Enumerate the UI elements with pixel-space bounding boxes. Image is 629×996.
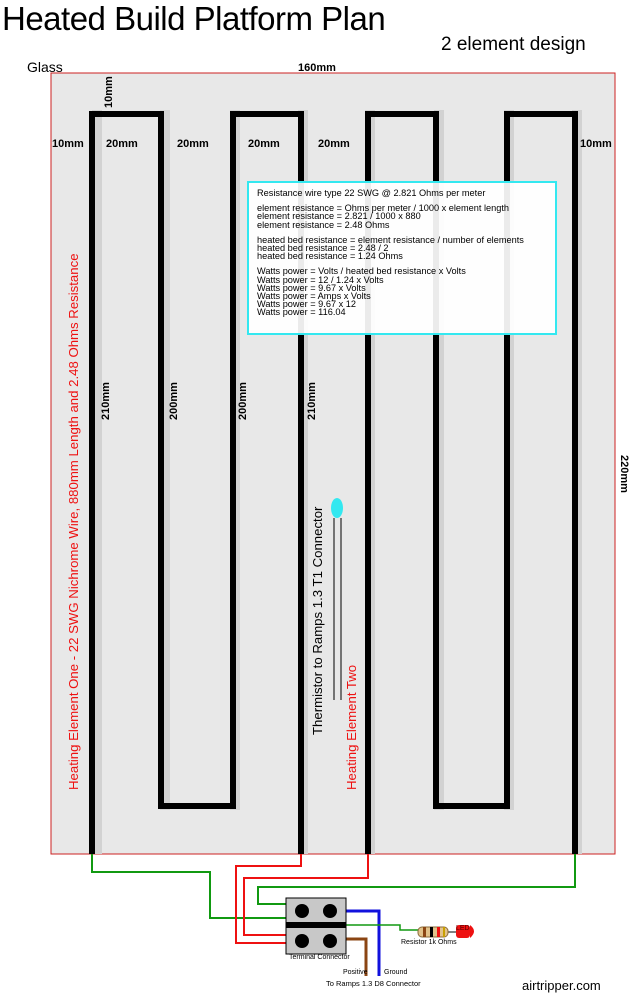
positive-label: Positive [343, 969, 368, 976]
gap2-dimension: 20mm [177, 138, 209, 150]
calc-line: heated bed resistance = 1.24 Ohms [257, 251, 403, 262]
website-label: airtripper.com [522, 978, 601, 993]
calc-line: Watts power = 116.04 [257, 307, 346, 318]
ground-label: Ground [384, 969, 408, 976]
wire-green-right [257, 854, 576, 905]
calc-line: element resistance = Ohms per meter / 10… [257, 203, 510, 214]
calculation-box: Resistance wire type 22 SWG @ 2.821 Ohms… [247, 181, 557, 335]
element-one-label: Heating Element One - 22 SWG Nichrome Wi… [66, 253, 81, 790]
calc-line: Watts power = 9.67 x 12 [257, 299, 356, 310]
top-gap-dimension: 10mm [103, 76, 115, 108]
len4-dimension: 210mm [306, 382, 318, 420]
wire-brown [345, 937, 368, 976]
gap1-dimension: 20mm [106, 138, 138, 150]
len3-dimension: 200mm [237, 382, 249, 420]
wire-to-resistor [345, 924, 418, 931]
wire-red-2 [243, 854, 369, 936]
calc-line: heated bed resistance = element resistan… [257, 234, 524, 245]
terminal-connector [285, 897, 347, 955]
calc-line: element resistance = 2.821 / 1000 x 880 [257, 211, 421, 222]
led-label: LED [456, 925, 470, 932]
heating-element-one [89, 111, 304, 854]
calc-line: heated bed resistance = 2.48 / 2 [257, 243, 389, 254]
terminal-connector-label: Terminal Connector [289, 954, 350, 961]
heating-element-two [365, 111, 578, 854]
wire-red-1 [235, 854, 302, 944]
element-two-label: Heating Element Two [344, 664, 359, 790]
glass-label: Glass [27, 59, 63, 75]
thermistor [331, 498, 343, 700]
calc-line: Watts power = Volts / heated bed resista… [257, 266, 466, 277]
ramps-d8-label: To Ramps 1.3 D8 Connector [326, 979, 421, 988]
wire-type-line: Resistance wire type 22 SWG @ 2.821 Ohms… [257, 188, 486, 198]
calc-line: Watts power = Amps x Volts [257, 291, 371, 302]
resistor [417, 926, 449, 938]
resistor-label: Resistor 1k Ohms [401, 939, 457, 946]
thermistor-label: Thermistor to Ramps 1.3 T1 Connector [310, 506, 325, 735]
page-title: Heated Build Platform Plan [2, 0, 386, 37]
len1-dimension: 210mm [100, 382, 112, 420]
gap4-dimension: 20mm [318, 138, 350, 150]
calc-line: Watts power = 12 / 1.24 x Volts [257, 274, 384, 285]
calc-line: Watts power = 9.67 x Volts [257, 282, 366, 293]
right-margin-dimension: 10mm [580, 138, 612, 150]
height-dimension: 220mm [618, 455, 629, 493]
gap3-dimension: 20mm [248, 138, 280, 150]
len2-dimension: 200mm [168, 382, 180, 420]
calc-line: element resistance = 2.48 Ohms [257, 219, 390, 230]
wire-blue [345, 909, 381, 976]
left-margin-dimension: 10mm [52, 138, 84, 150]
wiring [91, 854, 576, 976]
page-subtitle: 2 element design [441, 34, 586, 55]
width-dimension: 160mm [298, 62, 336, 74]
led [456, 925, 474, 938]
